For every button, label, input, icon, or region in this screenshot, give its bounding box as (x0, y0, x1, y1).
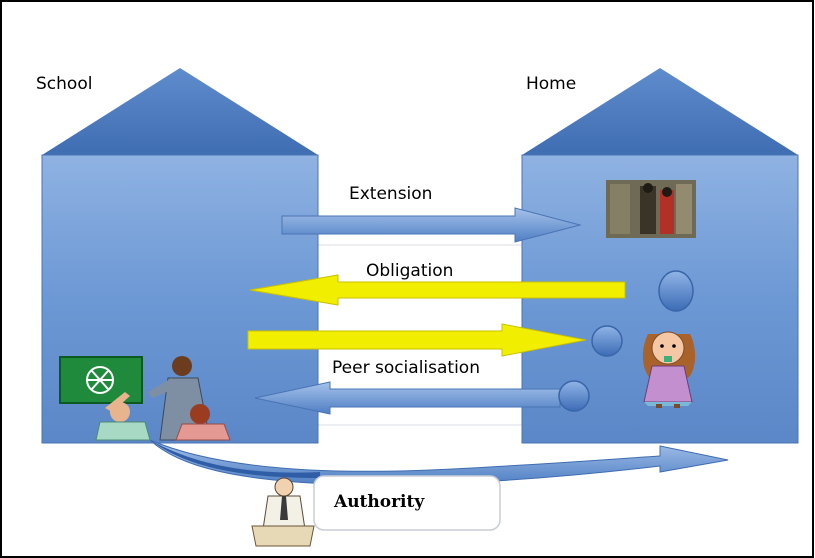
authority-box (313, 475, 501, 531)
peer-socialisation-arrow (254, 381, 561, 415)
school-label: School (36, 74, 93, 94)
home-roof (522, 68, 798, 155)
right-knob (591, 325, 623, 357)
obligation-knob (658, 270, 694, 312)
peer-socialisation-label: Peer socialisation (332, 358, 480, 378)
children-photo (606, 180, 696, 238)
obligation-label: Obligation (366, 261, 454, 281)
school-roof (42, 68, 318, 155)
authority-label: Authority (334, 492, 425, 512)
authority-arrow (149, 439, 729, 486)
yellow-right-arrow (247, 323, 587, 357)
extension-arrow (281, 207, 582, 243)
home-label: Home (526, 74, 577, 94)
peer-knob (558, 380, 590, 412)
extension-label: Extension (349, 184, 433, 204)
authority-figure-clipart (251, 477, 315, 547)
obligation-arrow (249, 274, 626, 306)
classroom-clipart (59, 356, 231, 441)
girl-clipart (642, 331, 696, 408)
